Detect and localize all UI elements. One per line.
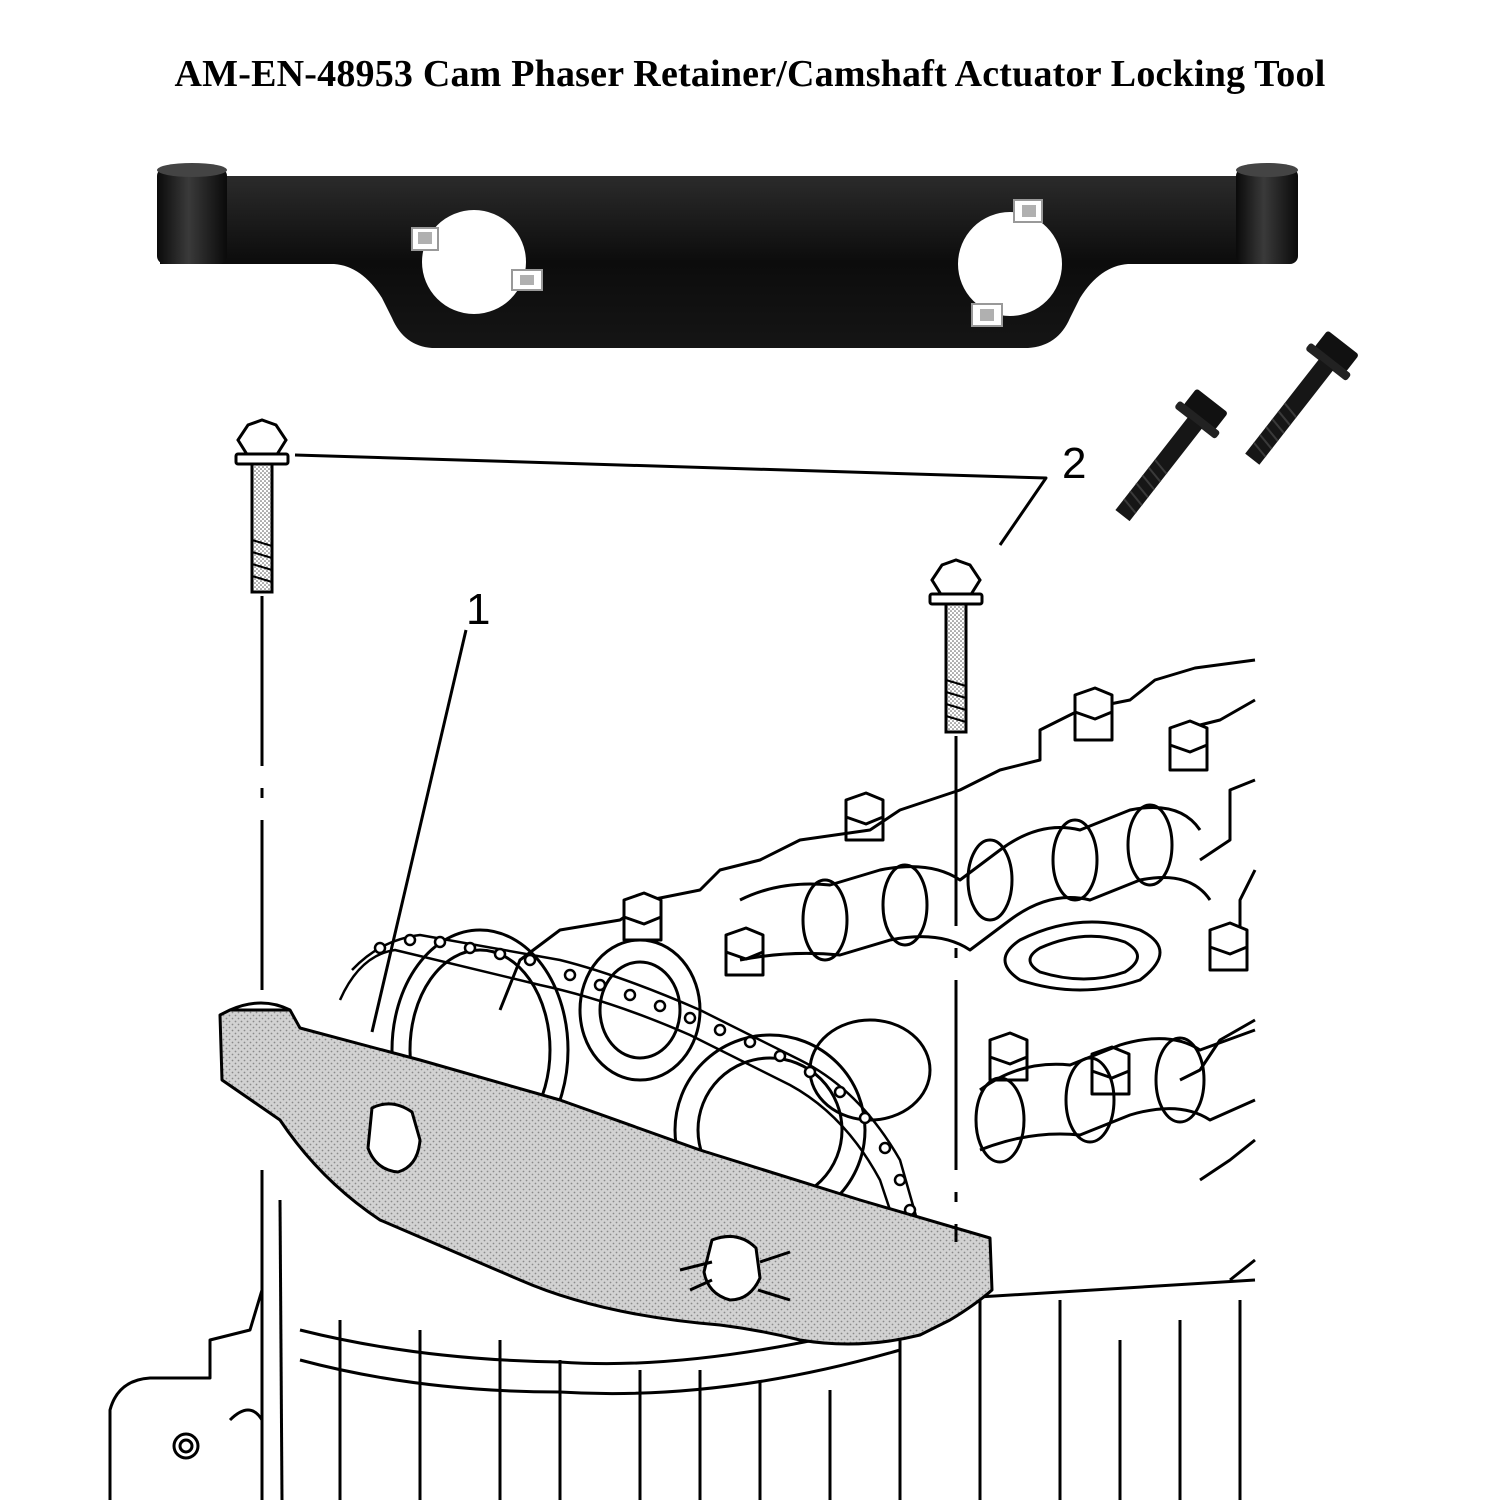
callout-leader <box>370 629 468 1033</box>
loose-bolt <box>1115 389 1227 522</box>
left-keyed-hole <box>411 210 543 314</box>
loose-bolt <box>1245 331 1358 465</box>
head-bolt <box>1208 921 1249 972</box>
right-end-cylinder <box>1236 168 1298 264</box>
head-bolt <box>1073 686 1114 742</box>
head-bolt <box>622 891 663 942</box>
callout-leader <box>294 453 1048 546</box>
head-bolt <box>1168 719 1209 772</box>
exhaust-camshaft <box>974 1028 1256 1164</box>
callout-bolts: 2 <box>1062 439 1086 488</box>
installation-diagram <box>108 453 1257 1500</box>
diagram-bolt <box>928 558 984 734</box>
locking-tool-photo <box>157 163 1298 348</box>
locking-tool-bar <box>160 176 1270 348</box>
callout-tool: 1 <box>466 585 490 634</box>
right-keyed-hole <box>958 199 1062 327</box>
left-end-cylinder <box>157 168 227 264</box>
timing-chain <box>338 933 922 1241</box>
diagram-bolt <box>234 418 290 594</box>
installed-locking-tool <box>218 1001 994 1346</box>
page-title: AM-EN-48953 Cam Phaser Retainer/Camshaft… <box>174 53 1326 95</box>
head-bolt <box>844 791 885 842</box>
intake-camshaft <box>739 803 1212 992</box>
cylinder-head <box>498 658 1257 1282</box>
head-bolt <box>724 926 765 977</box>
